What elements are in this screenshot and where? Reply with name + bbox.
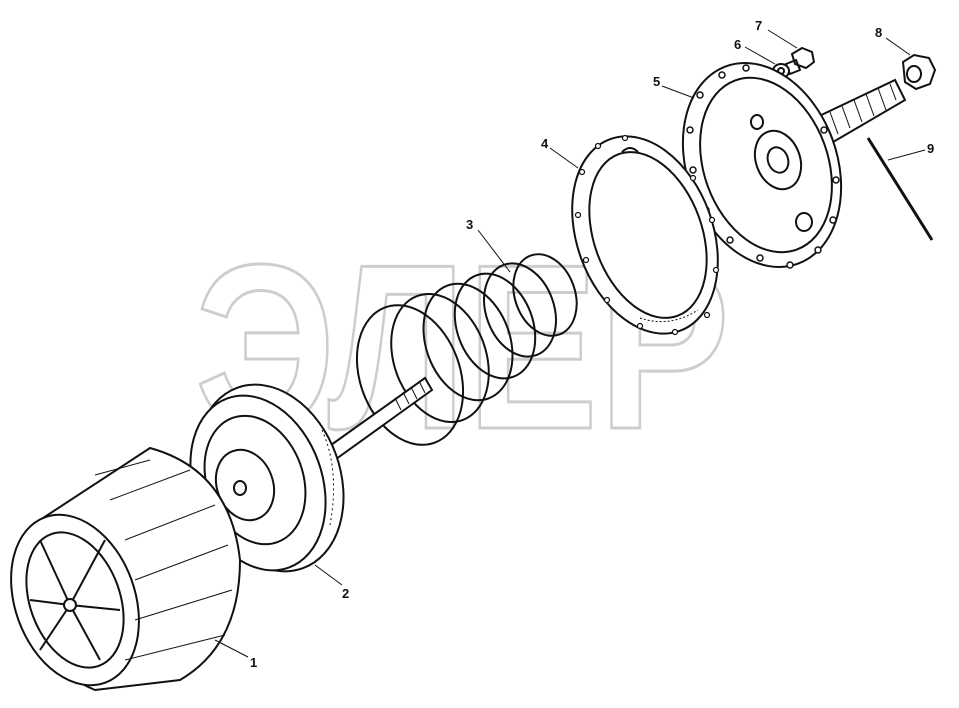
callout-7: 7 bbox=[755, 18, 798, 49]
pin-icon bbox=[866, 135, 936, 241]
callout-6: 6 bbox=[734, 37, 776, 65]
callouts: 1 2 3 4 5 6 7 8 bbox=[214, 18, 934, 670]
callout-2-label: 2 bbox=[342, 586, 349, 601]
callout-9-label: 9 bbox=[927, 141, 934, 156]
bolt-icon bbox=[784, 46, 816, 76]
callout-3-label: 3 bbox=[466, 217, 473, 232]
callout-1-label: 1 bbox=[250, 655, 257, 670]
callout-9: 9 bbox=[887, 141, 934, 161]
callout-5: 5 bbox=[653, 74, 695, 99]
callout-3: 3 bbox=[466, 217, 511, 273]
callout-4-label: 4 bbox=[541, 136, 549, 151]
gasket-icon bbox=[571, 134, 720, 336]
callout-5-label: 5 bbox=[653, 74, 660, 89]
filter-housing-icon bbox=[10, 446, 242, 692]
callout-6-label: 6 bbox=[734, 37, 741, 52]
callout-8: 8 bbox=[875, 25, 911, 56]
spring-icon bbox=[355, 253, 578, 446]
callout-1: 1 bbox=[214, 639, 257, 670]
callout-7-label: 7 bbox=[755, 18, 762, 33]
callout-8-label: 8 bbox=[875, 25, 882, 40]
callout-2: 2 bbox=[314, 564, 349, 601]
callout-4: 4 bbox=[541, 136, 579, 169]
nut-icon bbox=[901, 53, 937, 91]
